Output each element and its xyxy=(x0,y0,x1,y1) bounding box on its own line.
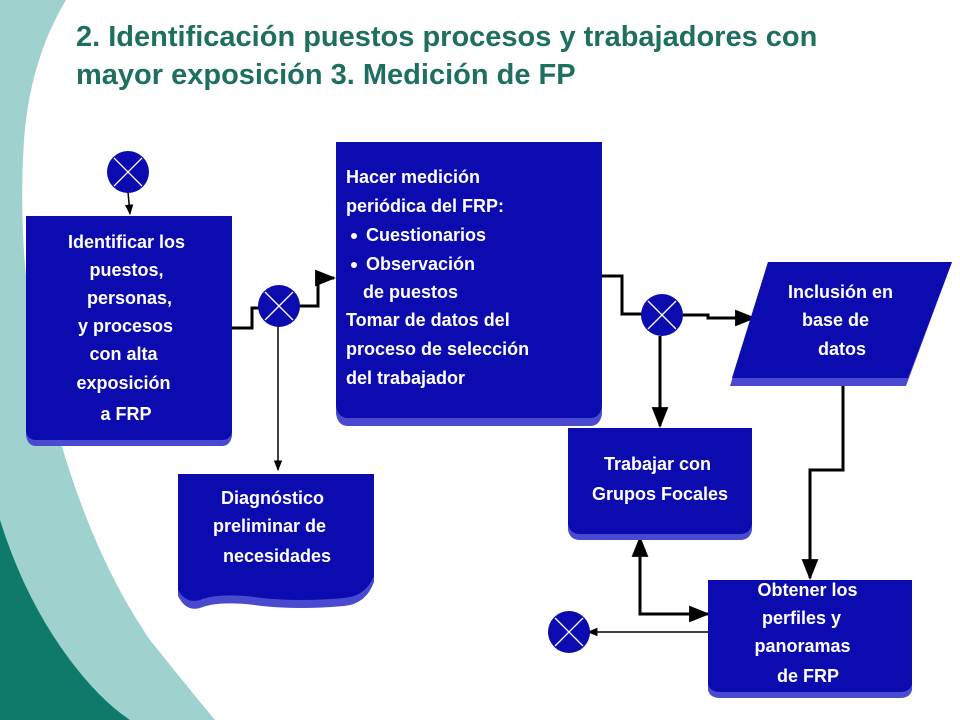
grupos-label: Trabajar con Grupos Focales xyxy=(592,454,728,504)
bullet-dot-icon xyxy=(351,233,357,239)
title-line-2: mayor exposición 3. Medición de FP xyxy=(76,59,576,91)
or-connector-end-icon xyxy=(548,611,590,653)
inclusion-label: Inclusión en base de datos xyxy=(788,282,898,359)
diagnostico-line-3: necesidades xyxy=(223,546,331,566)
identificar-line-1: Identificar los xyxy=(68,232,185,252)
inclusion-line-2: base de xyxy=(802,310,869,330)
identificar-line-2: puestos, xyxy=(89,260,163,280)
medicion-line-1: Hacer medición xyxy=(346,167,480,187)
process-identificar: Identificar los puestos, personas, y pro… xyxy=(26,216,232,446)
connector-lines xyxy=(124,191,845,637)
grupos-line-1: Trabajar con xyxy=(604,454,711,474)
inclusion-line-1: Inclusión en xyxy=(788,282,893,302)
identificar-line-3: personas, xyxy=(87,288,172,308)
medicion-line-4: proceso de selección xyxy=(346,339,529,359)
data-inclusion: Inclusión en base de datos xyxy=(730,262,952,386)
identificar-line-7: a FRP xyxy=(100,404,151,424)
process-obtener: Obtener los perfiles y panoramas de FRP xyxy=(708,580,912,698)
line-grupos-obtener xyxy=(631,535,711,623)
slide-title: 2. Identificación puestos procesos y tra… xyxy=(76,18,960,94)
identificar-line-4: y procesos xyxy=(78,316,173,336)
medicion-bullet-2b: de puestos xyxy=(363,282,458,302)
obtener-line-2: perfiles y xyxy=(762,608,841,628)
line-identificar-to-or2 xyxy=(232,306,262,330)
title-line-1: 2. Identificación puestos procesos y tra… xyxy=(76,21,818,53)
line-inclusion-to-obtener xyxy=(801,384,845,581)
teal-swoosh-decoration-icon xyxy=(0,0,215,720)
process-medicion: Hacer medición periódica del FRP: Cuesti… xyxy=(336,142,602,426)
medicion-label: Hacer medición periódica del FRP: Cuesti… xyxy=(346,167,534,388)
identificar-line-6: exposición xyxy=(76,373,170,393)
medicion-line-2: periódica del FRP: xyxy=(346,196,504,216)
diagnostico-label: Diagnóstico preliminar de necesidades xyxy=(213,488,331,566)
obtener-line-3: panoramas xyxy=(754,636,850,656)
grupos-line-2: Grupos Focales xyxy=(592,484,728,504)
identificar-label: Identificar los puestos, personas, y pro… xyxy=(68,232,190,424)
diagnostico-line-2: preliminar de xyxy=(213,516,326,536)
obtener-line-1: Obtener los xyxy=(757,580,857,600)
medicion-line-5: del trabajador xyxy=(346,368,465,388)
obtener-label: Obtener los perfiles y panoramas de FRP xyxy=(754,580,862,686)
line-or2-to-medicion xyxy=(298,269,337,308)
line-start-to-identificar xyxy=(124,191,134,216)
inclusion-line-3: datos xyxy=(818,339,866,359)
bullet-dot-icon xyxy=(351,262,357,268)
line-medicion-to-or3 xyxy=(600,274,644,316)
identificar-line-5: con alta xyxy=(89,344,158,364)
process-grupos: Trabajar con Grupos Focales xyxy=(568,428,752,540)
medicion-line-3: Tomar de datos del xyxy=(346,310,510,330)
obtener-line-4: de FRP xyxy=(777,666,839,686)
medicion-bullet-2a: Observación xyxy=(366,254,475,274)
or-connector-start-icon xyxy=(107,151,149,193)
medicion-bullet-1: Cuestionarios xyxy=(366,225,486,245)
document-diagnostico: Diagnóstico preliminar de necesidades xyxy=(178,474,374,609)
or-connector-2-icon xyxy=(258,285,300,327)
line-or3-to-inclusion xyxy=(682,309,757,327)
or-connector-3-icon xyxy=(641,294,683,336)
diagnostico-line-1: Diagnóstico xyxy=(221,488,324,508)
